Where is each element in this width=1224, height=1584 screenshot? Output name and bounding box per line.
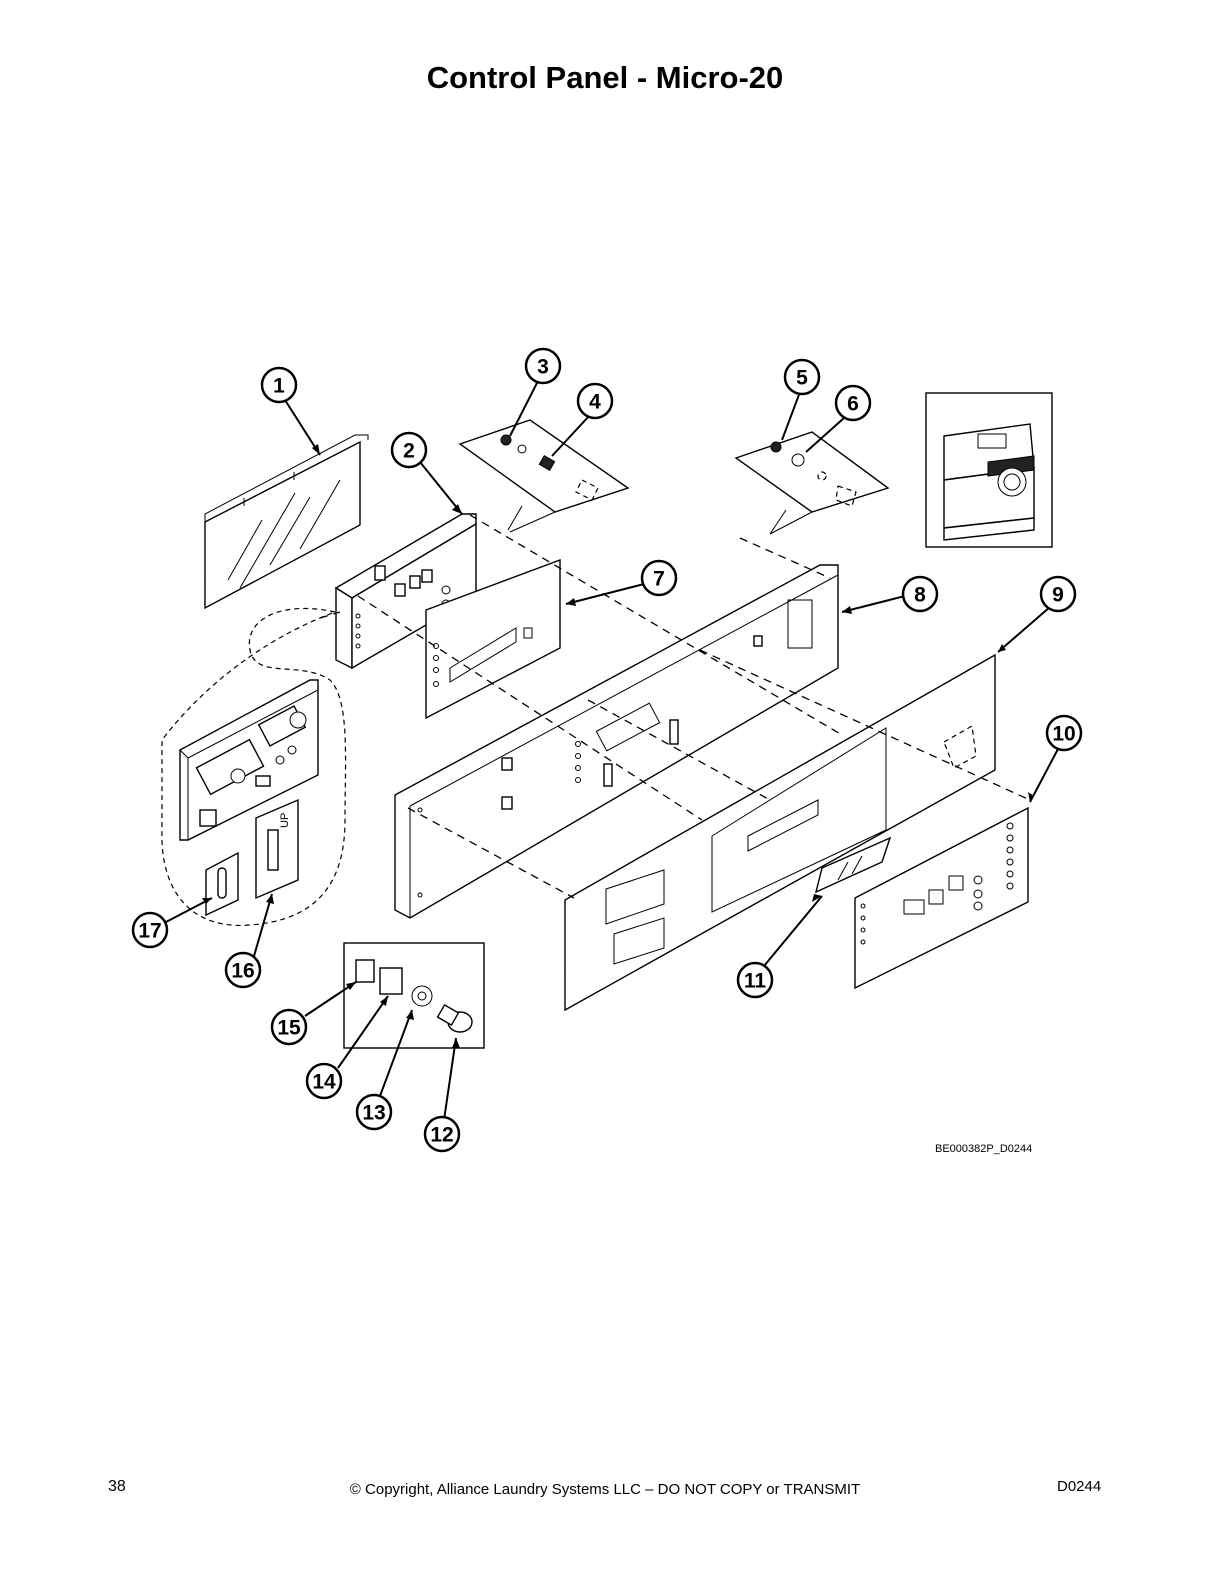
callout-4: 4 [576, 382, 614, 420]
svg-text:14: 14 [312, 1071, 336, 1094]
page-title: Control Panel - Micro-20 [426, 60, 784, 95]
part-1-cover-plate [204, 434, 369, 610]
detail-5-6-fastener-inset [734, 431, 890, 535]
callout-5: 5 [783, 358, 821, 396]
svg-text:6: 6 [847, 393, 859, 416]
svg-text:3: 3 [537, 356, 549, 379]
callout-3: 3 [524, 347, 562, 385]
svg-text:13: 13 [362, 1102, 385, 1125]
svg-text:11: 11 [744, 970, 767, 993]
machine-reference-view [925, 392, 1053, 548]
callout-leaders [165, 380, 1059, 1121]
assembly-guide-lines [319, 514, 1031, 899]
callout-2: 2 [390, 431, 428, 469]
part-16-eprom-card: UP [255, 798, 299, 900]
svg-text:10: 10 [1052, 723, 1075, 746]
svg-text:16: 16 [231, 960, 254, 983]
svg-text:15: 15 [277, 1017, 301, 1040]
board-up-label: UP [279, 813, 291, 828]
svg-text:1: 1 [273, 375, 285, 398]
callout-15: 15 [270, 1008, 308, 1046]
callout-8: 8 [901, 575, 939, 613]
callout-1: 1 [260, 366, 298, 404]
detail-12-15-switch-inset [343, 942, 485, 1049]
callout-11: 11 [736, 961, 774, 999]
svg-text:2: 2 [403, 440, 415, 463]
part-9-overlay-panel [564, 653, 996, 1012]
board-group-outline [161, 607, 347, 926]
svg-text:8: 8 [914, 584, 926, 607]
part-11-display-lens [814, 836, 892, 894]
callout-16: 16 [224, 951, 262, 989]
svg-text:9: 9 [1052, 584, 1064, 607]
document-code: D0244 [1057, 1478, 1102, 1495]
part-10-keypad-overlay [854, 806, 1029, 990]
callout-6: 6 [834, 384, 872, 422]
callout-10: 10 [1045, 714, 1083, 752]
callout-17: 17 [131, 911, 169, 949]
part-7-display-bracket [425, 558, 561, 720]
callout-14: 14 [305, 1062, 343, 1100]
page-number: 38 [108, 1478, 126, 1495]
svg-text:5: 5 [796, 367, 808, 390]
copyright-notice: © Copyright, Alliance Laundry Systems LL… [349, 1481, 861, 1498]
svg-text:7: 7 [653, 568, 665, 591]
svg-text:12: 12 [430, 1124, 453, 1147]
detail-3-4-fastener-inset [458, 419, 630, 533]
part-17-label-card [205, 851, 239, 917]
svg-text:17: 17 [138, 920, 161, 943]
part-8-control-panel-housing [394, 564, 839, 919]
callout-12: 12 [423, 1115, 461, 1153]
callout-9: 9 [1039, 575, 1077, 613]
drawing-code: BE000382P_D0244 [935, 1143, 1033, 1155]
callout-7: 7 [640, 559, 678, 597]
relay-controller-board [179, 679, 319, 841]
svg-text:4: 4 [589, 391, 601, 414]
part-2-display-board [334, 513, 477, 670]
callout-13: 13 [355, 1093, 393, 1131]
